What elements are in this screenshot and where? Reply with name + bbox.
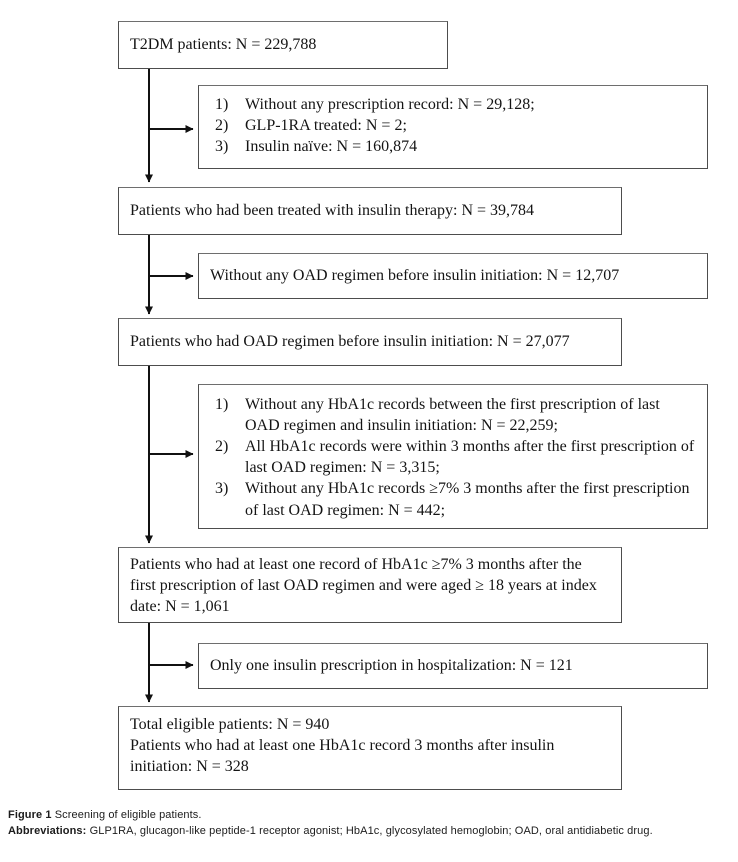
item-text: Without any HbA1c records ≥7% 3 months a… [245, 480, 690, 519]
figure-caption: Figure 1 Screening of eligible patients.… [8, 808, 732, 840]
exclusion-box-3: 1) Without any HbA1c records between the… [198, 384, 708, 529]
flow-box-t2dm-patients-text: T2DM patients: N = 229,788 [130, 36, 317, 54]
exclusion-1-item-3: 3) Insulin naïve: N = 160,874 [215, 136, 697, 157]
item-text: All HbA1c records were within 3 months a… [245, 438, 695, 477]
flow-box-oad-regimen: Patients who had OAD regimen before insu… [118, 318, 622, 366]
flow-box-hba1c-eligible-text: Patients who had at least one record of … [130, 556, 597, 616]
item-number: 3) [215, 480, 229, 498]
item-text: Insulin naïve: N = 160,874 [245, 138, 418, 156]
figure-caption-title: Figure 1 Screening of eligible patients. [8, 808, 732, 824]
figure-title-text: Screening of eligible patients. [51, 809, 202, 821]
flow-box-oad-regimen-text: Patients who had OAD regimen before insu… [130, 333, 570, 351]
flow-box-t2dm-patients: T2DM patients: N = 229,788 [118, 21, 448, 69]
figure-label: Figure 1 [8, 809, 52, 821]
flow-box-total-eligible-line1: Total eligible patients: N = 940 [130, 716, 330, 733]
exclusion-3-item-2: 2) All HbA1c records were within 3 month… [215, 436, 697, 478]
item-text: Without any HbA1c records between the fi… [245, 396, 660, 435]
exclusion-3-item-3: 3) Without any HbA1c records ≥7% 3 month… [215, 478, 697, 520]
item-number: 2) [215, 438, 229, 456]
item-text: Without any prescription record: N = 29,… [245, 96, 535, 113]
flow-box-hba1c-eligible: Patients who had at least one record of … [118, 547, 622, 623]
figure-caption-abbreviations: Abbreviations: GLP1RA, glucagon-like pep… [8, 824, 732, 840]
exclusion-box-4-text: Only one insulin prescription in hospita… [210, 657, 573, 675]
abbreviations-text: GLP1RA, glucagon-like peptide-1 receptor… [86, 824, 653, 837]
exclusion-box-1: 1) Without any prescription record: N = … [198, 85, 708, 169]
exclusion-box-2-text: Without any OAD regimen before insulin i… [210, 267, 620, 285]
abbreviations-label: Abbreviations: [8, 824, 87, 837]
item-text: GLP-1RA treated: N = 2; [245, 117, 407, 135]
item-number: 3) [215, 138, 229, 156]
flow-box-insulin-therapy: Patients who had been treated with insul… [118, 187, 622, 235]
item-number: 1) [215, 396, 229, 413]
flow-box-total-eligible: Total eligible patients: N = 940 Patient… [118, 706, 622, 790]
exclusion-box-4: Only one insulin prescription in hospita… [198, 643, 708, 689]
exclusion-1-item-2: 2) GLP-1RA treated: N = 2; [215, 115, 697, 136]
item-number: 1) [215, 96, 229, 113]
flow-box-insulin-therapy-text: Patients who had been treated with insul… [130, 202, 535, 220]
exclusion-1-item-1: 1) Without any prescription record: N = … [215, 94, 697, 115]
exclusion-box-2: Without any OAD regimen before insulin i… [198, 253, 708, 299]
flow-box-total-eligible-line2: Patients who had at least one HbA1c reco… [130, 737, 555, 776]
item-number: 2) [215, 117, 229, 135]
exclusion-3-item-1: 1) Without any HbA1c records between the… [215, 394, 697, 436]
